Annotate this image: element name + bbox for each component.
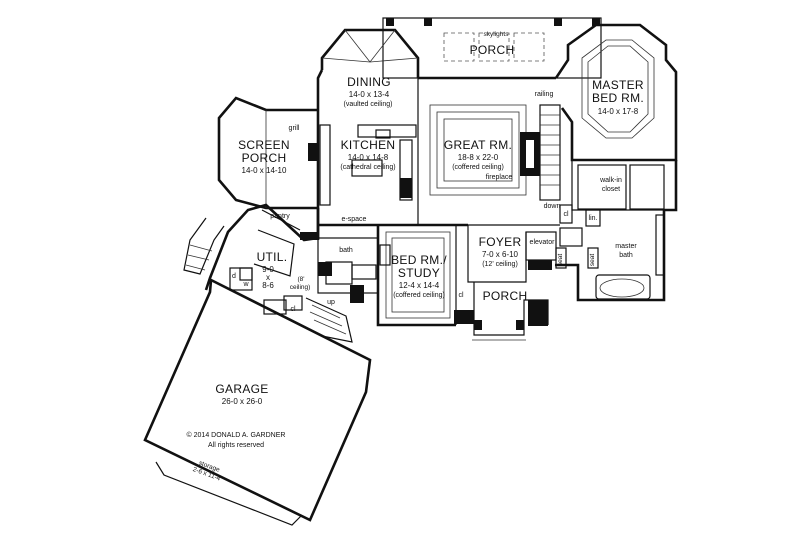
master-dims: 14-0 x 17-8 [598, 107, 639, 116]
porch-top-name: PORCH [470, 43, 515, 57]
master-bedroom [554, 23, 678, 162]
seat-label-2: seat [589, 254, 596, 266]
foyer-dims: 7-0 x 6-10 [482, 250, 519, 259]
skylights-label: skylights [484, 31, 510, 38]
kitchen-note: (cathedral ceiling) [340, 164, 395, 171]
house-walls [316, 69, 678, 302]
master-name-2: BED RM. [592, 91, 644, 105]
study-dims: 12-4 x 14-4 [399, 281, 440, 290]
foyer [467, 225, 527, 283]
great-room-name: GREAT RM. [444, 138, 512, 152]
util-name: UTIL. [257, 250, 288, 264]
kitchen-name: KITCHEN [341, 138, 396, 152]
foyer-note: (12' ceiling) [482, 261, 518, 268]
screen-porch-dims: 14-0 x 14-10 [242, 166, 287, 175]
study-name-2: STUDY [398, 266, 440, 280]
front-porch-name: PORCH [483, 289, 528, 303]
bed-study [350, 225, 474, 327]
seat-label-1: seat [557, 254, 564, 266]
kitchen-dims: 14-0 x 14-8 [348, 153, 389, 162]
closet-b-label: cl [458, 292, 464, 299]
foyer-name: FOYER [479, 235, 522, 249]
study-note: (coffered ceiling) [393, 292, 445, 299]
railing-label: railing [535, 91, 554, 98]
garage-dims: 26-0 x 26-0 [222, 397, 263, 406]
copyright-line-1: © 2014 DONALD A. GARDNER [187, 431, 286, 439]
screen-porch-name-1: SCREEN [238, 138, 290, 152]
dryer-label: d [232, 273, 236, 280]
great-room-dims: 18-8 x 22-0 [458, 153, 499, 162]
util-note-1: (8' [297, 276, 304, 283]
great-room [429, 104, 540, 196]
master-bath-label-2: bath [619, 252, 633, 259]
util-note-2: ceiling) [290, 284, 311, 291]
grill-label: grill [289, 125, 300, 132]
kitchen [308, 124, 417, 206]
elevator-label: elevator [530, 239, 556, 246]
master-bath-label-1: master [615, 243, 637, 250]
fireplace-label: fireplace [486, 174, 513, 181]
closet-a-label: cl [563, 211, 569, 218]
screen-porch-name-2: PORCH [242, 151, 287, 165]
linen-label: lin. [589, 215, 598, 222]
espace-label: e-space [342, 216, 367, 223]
washer-label: w [242, 281, 249, 288]
down-label: down [544, 203, 561, 210]
dining-room [320, 28, 420, 78]
up-label: up [327, 299, 335, 306]
dining-name: DINING [347, 75, 391, 89]
service-wing [183, 203, 379, 294]
walkin-label-2: closet [602, 186, 620, 193]
front-porch [472, 282, 549, 341]
util-dims-1: 9-0 [262, 265, 274, 274]
master-name-1: MASTER [592, 78, 644, 92]
pantry-label: pantry [270, 213, 290, 220]
bath-label: bath [339, 247, 353, 254]
util-dims-3: 8-6 [262, 281, 274, 290]
walkin-label-1: walk-in [599, 177, 622, 184]
great-room-note: (coffered ceiling) [452, 164, 504, 171]
garage [143, 277, 372, 526]
copyright-line-2: All rights reserved [208, 442, 264, 449]
util-dims-2: x [266, 273, 270, 282]
closet-c-label: cl [290, 306, 296, 313]
dining-note: (vaulted ceiling) [343, 101, 392, 108]
dining-dims: 14-0 x 13-4 [349, 90, 390, 99]
garage-name: GARAGE [215, 382, 268, 396]
study-name-1: BED RM./ [391, 253, 447, 267]
